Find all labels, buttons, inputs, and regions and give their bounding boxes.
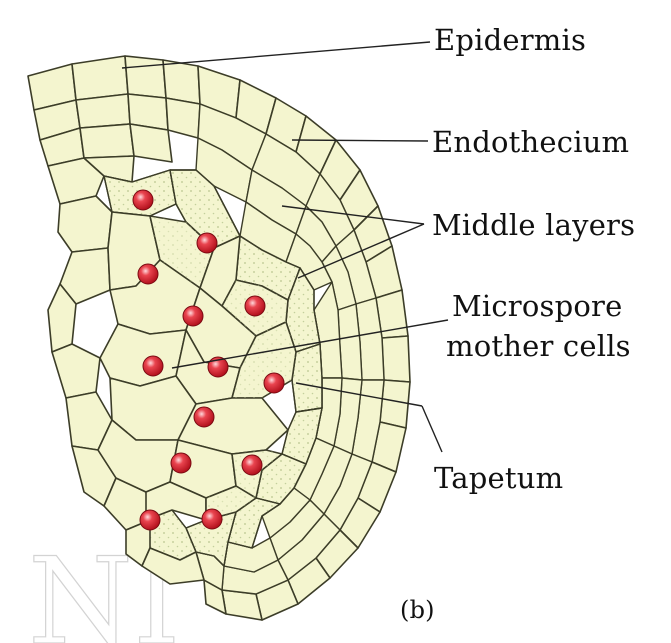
- nucleus: [132, 189, 154, 211]
- tapetum-leader-2: [421, 405, 443, 453]
- endothecium-leader: [291, 139, 429, 142]
- nucleus: [182, 305, 204, 327]
- epidermis-leader: [121, 41, 431, 69]
- nucleus: [139, 509, 161, 531]
- nuclei: [132, 189, 285, 531]
- nucleus: [241, 454, 263, 476]
- nucleus: [244, 295, 266, 317]
- nucleus: [201, 508, 223, 530]
- panel-label: (b): [400, 596, 435, 624]
- nucleus: [207, 356, 229, 378]
- label-mother-cells: mother cells: [446, 329, 631, 363]
- nucleus: [137, 263, 159, 285]
- label-endothecium: Endothecium: [432, 125, 630, 159]
- label-microspore: Microspore: [452, 289, 623, 323]
- label-epidermis: Epidermis: [434, 23, 587, 57]
- middle-layers-leader-1: [281, 205, 425, 225]
- left-outer-cells: [47, 195, 205, 585]
- tapetum-leader-1: [295, 382, 423, 407]
- nucleus: [196, 232, 218, 254]
- microspore-leader: [171, 319, 449, 369]
- middle-layers-leader-2: [297, 223, 425, 279]
- label-middle-layers: Middle layers: [432, 208, 636, 242]
- nucleus: [193, 406, 215, 428]
- leader-lines: [121, 41, 449, 453]
- nucleus: [142, 355, 164, 377]
- label-tapetum: Tapetum: [434, 461, 564, 495]
- tapetum-layer: [103, 169, 323, 567]
- nucleus: [263, 372, 285, 394]
- nucleus: [170, 452, 192, 474]
